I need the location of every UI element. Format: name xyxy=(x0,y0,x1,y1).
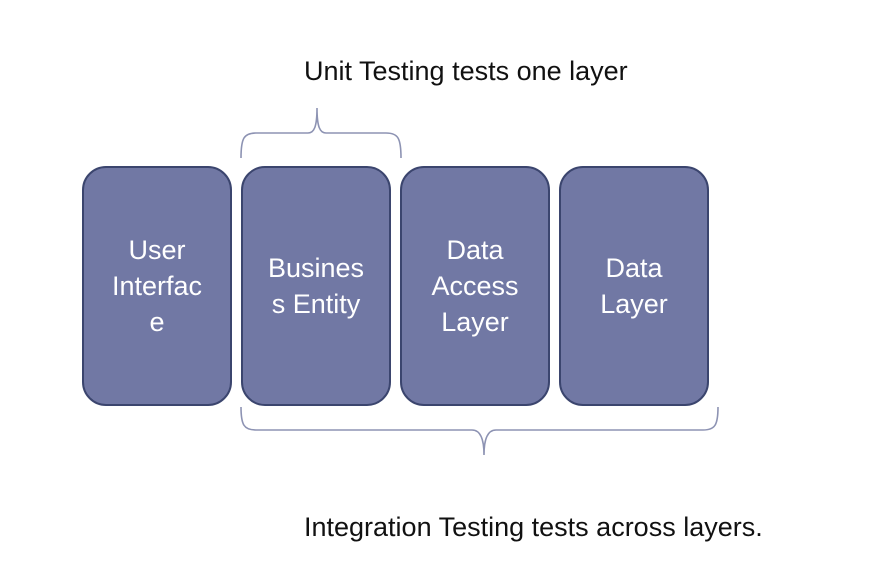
integration-testing-caption: Integration Testing tests across layers. xyxy=(304,512,763,542)
business-entity-label: Busines s Entity xyxy=(267,253,365,319)
data-access-layer-box: Data Access Layer xyxy=(400,166,550,406)
integration-testing-bracket xyxy=(240,406,719,456)
unit-testing-caption: Unit Testing tests one layer xyxy=(304,56,628,86)
data-layer-label: Data Layer xyxy=(600,253,668,319)
user-interface-label: User Interfac e xyxy=(111,235,203,337)
data-access-label: Data Access Layer xyxy=(431,235,519,337)
data-layer-box: Data Layer xyxy=(559,166,709,406)
user-interface-layer-box: User Interfac e xyxy=(82,166,232,406)
unit-testing-bracket xyxy=(240,107,402,159)
business-entity-layer-box: Busines s Entity xyxy=(241,166,391,406)
